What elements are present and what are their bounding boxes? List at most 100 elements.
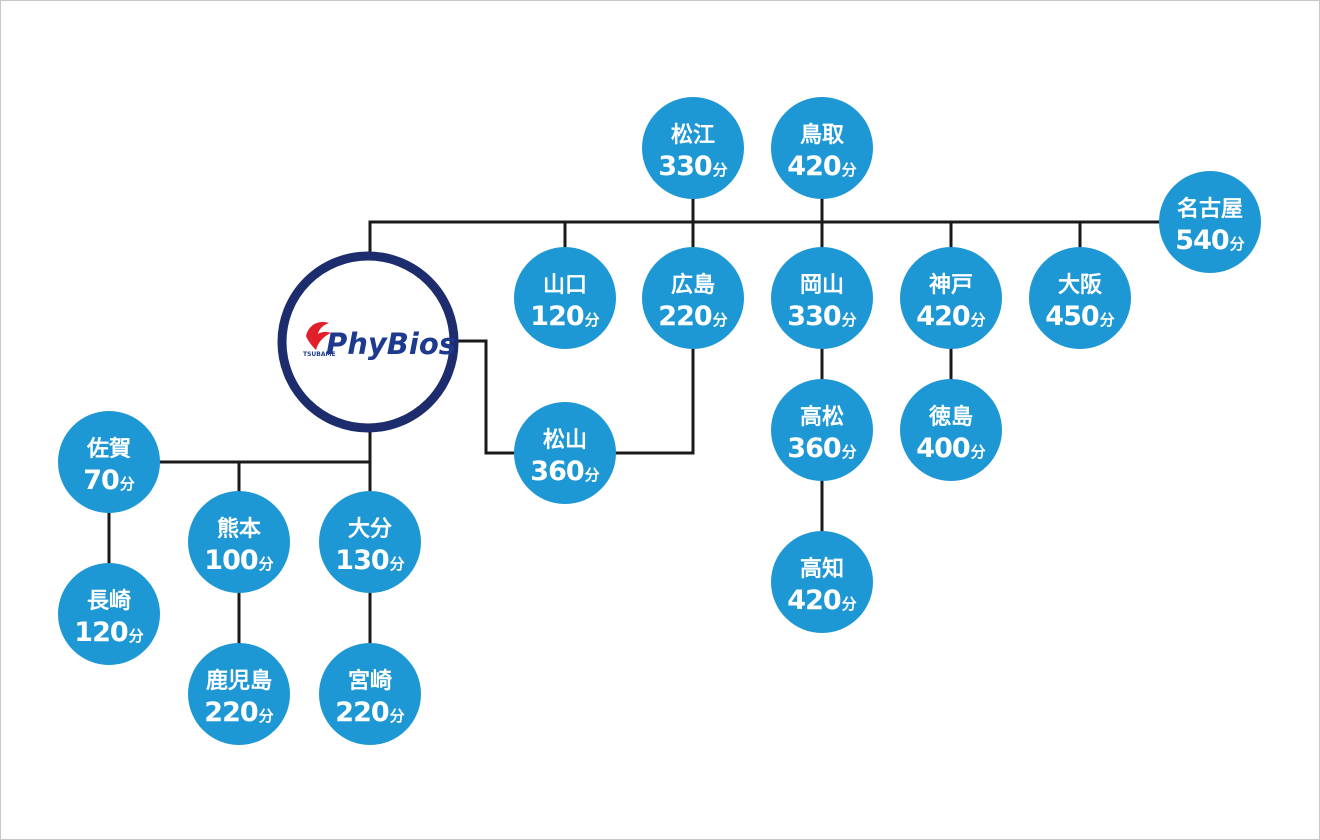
connector-hub-matsuyama: [443, 339, 517, 455]
node-circle: [771, 97, 873, 199]
node-hiroshima: 広島 220分: [642, 247, 744, 349]
node-unit: 分: [842, 443, 857, 461]
logo: TSUBAME PhyBios: [303, 322, 456, 361]
node-minutes-label: 220分: [335, 697, 404, 728]
node-name: 名古屋: [1177, 196, 1243, 222]
node-okayama: 岡山 330分: [771, 247, 873, 349]
node-unit: 分: [971, 443, 986, 461]
node-unit: 分: [842, 161, 857, 179]
node-name: 鹿児島: [206, 668, 272, 694]
node-tokushima: 徳島 400分: [900, 379, 1002, 481]
node-kobe: 神戸 420分: [900, 247, 1002, 349]
bird-logo-icon: [306, 322, 331, 350]
node-name: 神戸: [929, 272, 973, 298]
node-name: 高松: [800, 404, 844, 430]
node-circle: [642, 97, 744, 199]
node-name: 長崎: [87, 589, 131, 614]
node-unit: 分: [259, 555, 274, 573]
node-minutes: 120: [530, 301, 584, 332]
node-minutes: 540: [1175, 225, 1229, 256]
node-matsuyama: 松山 360分: [514, 402, 616, 504]
node-unit: 分: [971, 311, 986, 329]
node-circle: [1159, 171, 1261, 273]
node-saga: 佐賀 70分: [58, 411, 160, 513]
node-minutes: 130: [335, 545, 389, 576]
destination-nodes: 松江330分鳥取420分名古屋540分山口120分広島220分岡山330分神戸4…: [58, 97, 1261, 745]
node-circle: [58, 411, 160, 513]
node-minutes-label: 360分: [787, 433, 856, 464]
node-unit: 分: [585, 311, 600, 329]
node-minutes-label: 420分: [787, 151, 856, 182]
node-minutes-label: 100分: [204, 545, 273, 576]
node-minutes: 100: [204, 545, 258, 576]
node-circle: [1029, 247, 1131, 349]
node-name: 大阪: [1058, 273, 1102, 298]
node-circle: [514, 402, 616, 504]
node-name: 徳島: [928, 404, 973, 430]
node-unit: 分: [120, 475, 135, 493]
logo-text: PhyBios: [326, 327, 456, 361]
node-minutes-label: 420分: [787, 585, 856, 616]
connector-matsuyama-hiroshima: [610, 343, 695, 455]
node-name: 松江: [671, 123, 715, 148]
node-circle: [771, 247, 873, 349]
node-circle: [319, 643, 421, 745]
node-circle: [771, 531, 873, 633]
node-circle: [188, 643, 290, 745]
node-kagoshima: 鹿児島 220分: [188, 643, 290, 745]
node-circle: [771, 379, 873, 481]
node-name: 熊本: [217, 516, 261, 542]
node-unit: 分: [842, 311, 857, 329]
node-unit: 分: [713, 161, 728, 179]
node-minutes: 400: [916, 433, 970, 464]
node-minutes: 220: [658, 301, 712, 332]
node-unit: 分: [713, 311, 728, 329]
node-minutes: 420: [787, 585, 841, 616]
node-name: 鳥取: [800, 122, 844, 148]
node-name: 佐賀: [86, 436, 131, 462]
node-minutes-label: 420分: [916, 301, 985, 332]
node-minutes-label: 330分: [658, 151, 727, 182]
node-unit: 分: [585, 466, 600, 484]
node-name: 広島: [671, 272, 715, 298]
node-nagoya: 名古屋 540分: [1159, 171, 1261, 273]
node-name: 山口: [543, 273, 587, 298]
node-minutes: 360: [787, 433, 841, 464]
node-minutes: 330: [658, 151, 712, 182]
node-minutes-label: 70分: [83, 465, 135, 496]
node-miyazaki: 宮崎 220分: [319, 643, 421, 745]
node-minutes: 420: [787, 151, 841, 182]
node-name: 岡山: [800, 273, 844, 298]
node-minutes-label: 220分: [204, 697, 273, 728]
node-minutes-label: 220分: [658, 301, 727, 332]
node-minutes: 220: [335, 697, 389, 728]
logo-small-text: TSUBAME: [303, 351, 336, 358]
node-unit: 分: [129, 627, 144, 645]
node-osaka: 大阪 450分: [1029, 247, 1131, 349]
node-minutes: 70: [83, 465, 119, 496]
node-circle: [319, 491, 421, 593]
hub-ring: [277, 251, 459, 433]
node-kochi: 高知 420分: [771, 531, 873, 633]
node-name: 高知: [800, 556, 844, 582]
node-unit: 分: [1230, 235, 1245, 253]
node-yamaguchi: 山口 120分: [514, 247, 616, 349]
node-unit: 分: [1100, 311, 1115, 329]
node-name: 松山: [543, 428, 587, 453]
node-circle: [514, 247, 616, 349]
node-kumamoto: 熊本 100分: [188, 491, 290, 593]
node-minutes-label: 450分: [1045, 301, 1114, 332]
node-circle: [58, 563, 160, 665]
hub-node: TSUBAME PhyBios: [277, 251, 459, 433]
node-matsue: 松江 330分: [642, 97, 744, 199]
node-circle: [642, 247, 744, 349]
node-name: 宮崎: [348, 668, 392, 694]
node-unit: 分: [390, 555, 405, 573]
node-minutes-label: 330分: [787, 301, 856, 332]
node-minutes-label: 120分: [530, 301, 599, 332]
node-minutes-label: 360分: [530, 456, 599, 487]
node-minutes: 360: [530, 456, 584, 487]
node-circle: [900, 379, 1002, 481]
